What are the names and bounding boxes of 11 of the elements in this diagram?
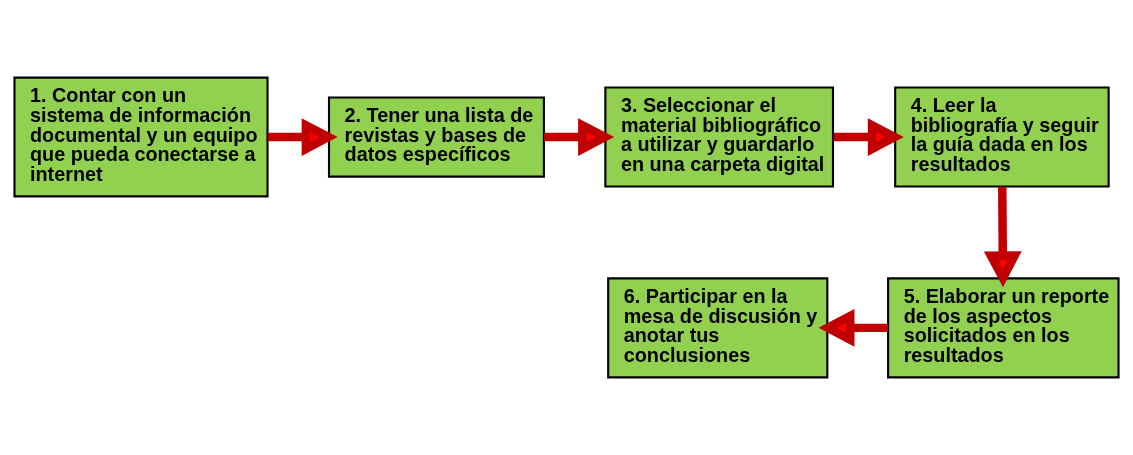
node-box: 1. Contar con un sistema de información documental y un equipo que pueda conectarse a internet: [13, 76, 269, 198]
arrow: [544, 118, 615, 156]
node-box: 3. Seleccionar el material bibliográfico a utilizar y guardarlo en una carpeta digital: [604, 86, 835, 188]
node-box: 5. Elaborar un reporte de los aspectos solicitados en los resultados: [887, 277, 1120, 379]
node-box: 4. Leer la bibliografía y seguir la guía dada en los resultados: [894, 86, 1110, 188]
arrow: [983, 186, 1022, 288]
node-box: 6. Participar en la mesa de discusión y anotar tus conclusiones: [607, 277, 829, 379]
arrow: [267, 118, 338, 156]
arrow: [833, 118, 904, 156]
arrow: [818, 308, 888, 347]
node-box: 2. Tener una lista de revistas y bases de datos específicos: [327, 96, 545, 178]
